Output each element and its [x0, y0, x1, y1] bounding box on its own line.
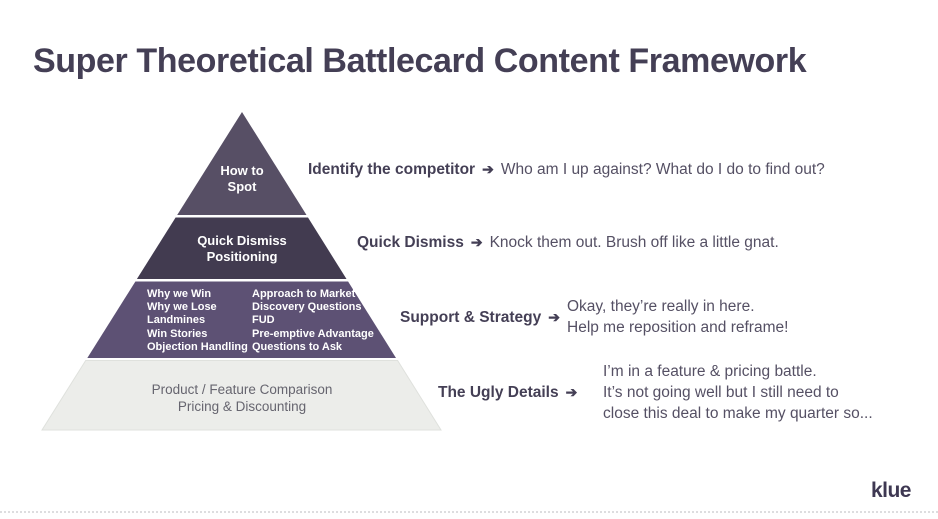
tier-3-item: Pre-emptive Advantage: [252, 327, 374, 340]
annotation-description-line: Help me reposition and reframe!: [567, 319, 789, 336]
tier-3-item: Why we Win: [147, 288, 212, 300]
annotation-identify-competitor: Identify the competitor ➔ Who am I up ag…: [308, 159, 825, 180]
tier-3-item: Objection Handling: [147, 340, 248, 353]
arrow-right-icon: ➔: [548, 308, 560, 325]
pyramid-tier-1-shape: [177, 112, 307, 215]
annotation-ugly-details: The Ugly Details ➔ I’m in a feature & pr…: [438, 361, 873, 424]
annotation-description-line: It’s not going well but I still need to: [603, 384, 839, 401]
bottom-dotted-divider: [0, 511, 938, 513]
annotation-description: I’m in a feature & pricing battle. It’s …: [603, 361, 873, 424]
annotation-description-line: close this deal to make my quarter so...: [603, 405, 873, 422]
tier-1-label: How to Spot: [162, 163, 322, 195]
pyramid-tier-3-shape: [87, 281, 397, 358]
annotation-support-strategy: Support & Strategy ➔ Okay, they’re reall…: [400, 296, 788, 338]
tier-3-item: FUD: [252, 314, 275, 327]
klue-logo: klue: [870, 479, 912, 502]
arrow-right-icon: ➔: [565, 384, 578, 400]
tier-label-line: Pricing & Discounting: [177, 399, 307, 414]
pyramid-tier-4-shape: [41, 360, 442, 431]
annotation-description-line: Knock them out. Brush off like a little …: [489, 234, 779, 251]
tier-3-item: Questions to Ask: [252, 340, 343, 353]
annotation-label: Quick Dismiss: [357, 234, 464, 251]
tier-3-right-column: Approach to Market Discovery Questions F…: [252, 288, 374, 354]
tier-label-line: Positioning: [206, 249, 278, 264]
tier-2-label: Quick Dismiss Positioning: [152, 233, 332, 265]
tier-label-line: Quick Dismiss: [197, 233, 287, 248]
tier-3-left-column: Why we Win Why we Lose Landmines Win Sto…: [147, 288, 248, 354]
tier-3-item: Discovery Questions: [252, 301, 362, 314]
arrow-right-icon: ➔: [470, 234, 483, 250]
page-title: Super Theoretical Battlecard Content Fra…: [33, 42, 807, 80]
tier-3-item: Approach to Market: [252, 288, 356, 300]
tier-4-label: Product / Feature Comparison Pricing & D…: [92, 381, 392, 415]
annotation-label: The Ugly Details: [438, 384, 559, 401]
arrow-right-icon: ➔: [482, 161, 494, 177]
annotation-description-line: I’m in a feature & pricing battle.: [603, 363, 817, 380]
annotation-description: Who am I up against? What do I do to fin…: [501, 159, 825, 180]
tier-label-line: Spot: [227, 179, 257, 194]
tier-3-item: Why we Lose: [147, 301, 217, 314]
annotation-label: Identify the competitor: [308, 161, 476, 178]
tier-3-item: Win Stories: [147, 327, 208, 340]
annotation-description-line: Who am I up against? What do I do to fin…: [500, 161, 825, 178]
tier-3-item: Landmines: [147, 314, 206, 327]
annotation-description-line: Okay, they’re really in here.: [567, 298, 755, 315]
annotation-quick-dismiss: Quick Dismiss ➔ Knock them out. Brush of…: [357, 232, 779, 253]
tier-label-line: Product / Feature Comparison: [151, 382, 333, 397]
annotation-description: Knock them out. Brush off like a little …: [490, 232, 779, 253]
annotation-label: Support & Strategy: [400, 308, 542, 326]
annotation-description: Okay, they’re really in here. Help me re…: [567, 296, 788, 338]
pyramid-tier-2-shape: [136, 217, 347, 279]
tier-label-line: How to: [220, 163, 264, 178]
